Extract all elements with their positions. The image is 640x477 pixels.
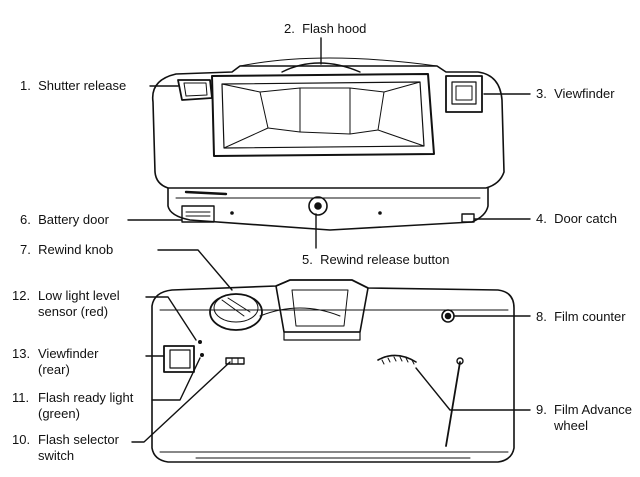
- label-flash-ready-light: 11.Flash ready light (green): [12, 390, 134, 421]
- label-rewind-release-button: 5. Rewind release button: [302, 252, 450, 267]
- rear-camera-body: [151, 279, 515, 463]
- film-counter-icon: [441, 309, 455, 323]
- label-flash-selector-switch: 10.Flash selector switch: [12, 432, 119, 463]
- label-shutter-release: 1. Shutter release: [20, 78, 127, 93]
- rewind-knob-icon: [209, 293, 263, 331]
- viewfinder-rear-icon: [163, 345, 195, 373]
- rewind-release-button-icon: [308, 196, 328, 216]
- label-door-catch: 4. Door catch: [536, 211, 617, 226]
- label-film-counter: 8. Film counter: [536, 309, 626, 324]
- top-leader-lines: [127, 37, 531, 249]
- flash-selector-switch-icon: [225, 357, 245, 365]
- flash-hood-icon: [211, 57, 438, 157]
- shutter-release-icon: [177, 79, 213, 101]
- top-camera-body: [151, 65, 505, 231]
- indicator-lights-icon: [198, 340, 204, 357]
- door-catch-icon: [461, 213, 475, 223]
- viewfinder-icon: [445, 75, 483, 113]
- label-film-advance-wheel: 9.Film Advance wheel: [536, 402, 633, 433]
- label-low-light-sensor: 12.Low light level sensor (red): [12, 288, 120, 319]
- label-rewind-knob: 7. Rewind knob: [20, 242, 114, 257]
- label-viewfinder-rear: 13.Viewfinder (rear): [12, 346, 99, 377]
- film-advance-wheel-icon: [377, 354, 417, 365]
- label-flash-hood: 2. Flash hood: [284, 21, 367, 36]
- label-battery-door: 6. Battery door: [20, 212, 109, 227]
- label-viewfinder: 3. Viewfinder: [536, 86, 615, 101]
- rear-leader-lines: [131, 249, 531, 443]
- battery-door-icon: [181, 205, 215, 223]
- rear-flash-hood-icon: [275, 279, 369, 341]
- antenna-icon: [445, 357, 464, 447]
